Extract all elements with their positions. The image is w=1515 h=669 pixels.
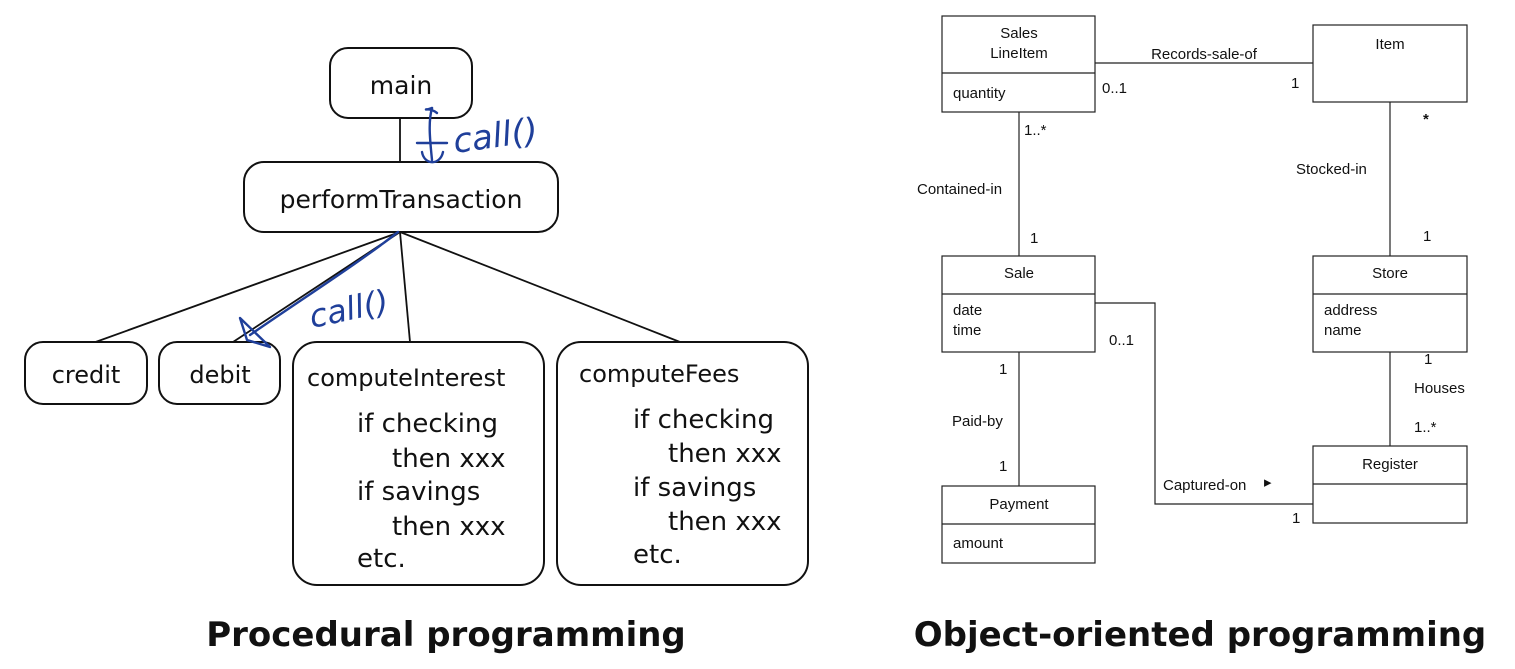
direction-arrow-icon: ▸ xyxy=(1264,474,1272,491)
class-attribute: name xyxy=(1324,322,1362,339)
sales-line-item-name: LineItem xyxy=(990,45,1048,62)
association-label: Records-sale-of xyxy=(1151,46,1258,63)
class-attribute: quantity xyxy=(953,85,1006,102)
main-node xyxy=(329,47,473,119)
object-oriented-caption: Object-oriented programming xyxy=(914,615,1487,655)
multiplicity: 1 xyxy=(999,458,1007,475)
arrow-to-debit-icon xyxy=(248,230,400,337)
compute-fees-line: if savings xyxy=(633,473,756,503)
store-class xyxy=(1312,255,1468,353)
class-attribute: date xyxy=(953,302,982,319)
compute-interest-line: etc. xyxy=(357,544,406,574)
captured-on-association xyxy=(1095,302,1313,505)
compute-interest-line: if savings xyxy=(357,477,480,507)
perform-transaction-label: performTransaction xyxy=(280,185,523,214)
debit-node xyxy=(158,341,281,405)
multiplicity: 1..* xyxy=(1024,122,1047,139)
down-arrow-icon xyxy=(428,106,434,162)
multiplicity: 1 xyxy=(1030,230,1038,247)
multiplicity: 1 xyxy=(1292,510,1300,527)
compute-fees-line: if checking xyxy=(633,405,774,435)
register-name: Register xyxy=(1362,456,1418,473)
association-label: Paid-by xyxy=(952,413,1003,430)
multiplicity: 0..1 xyxy=(1102,80,1127,97)
item-class xyxy=(1312,24,1468,103)
debit-label: debit xyxy=(189,361,250,389)
main-label: main xyxy=(370,71,432,100)
compute-fees-line: then xxx xyxy=(668,439,782,469)
class-attribute: address xyxy=(1324,302,1377,319)
call-debit-annotation: call() xyxy=(238,230,400,349)
compute-interest-line: if checking xyxy=(357,409,498,439)
compute-fees-title: computeFees xyxy=(579,360,739,388)
compute-fees-line: then xxx xyxy=(668,507,782,537)
compute-fees-node xyxy=(556,341,809,586)
class-attribute: time xyxy=(953,322,981,339)
item-name: Item xyxy=(1375,36,1404,53)
call-debit-text: call() xyxy=(306,282,392,336)
payment-name: Payment xyxy=(989,496,1049,513)
class-attribute: amount xyxy=(953,535,1004,552)
compute-interest-node xyxy=(292,341,545,586)
multiplicity: 1 xyxy=(1291,75,1299,92)
association-label: Stocked-in xyxy=(1296,161,1367,178)
perform-transaction-node xyxy=(243,161,559,233)
association-label: Captured-on xyxy=(1163,477,1246,494)
multiplicity: 1..* xyxy=(1414,419,1437,436)
compute-interest-line: then xxx xyxy=(392,444,506,474)
multiplicity: 1 xyxy=(1424,351,1432,368)
procedural-caption: Procedural programming xyxy=(206,615,686,655)
compute-fees-line: etc. xyxy=(633,540,682,570)
perform-fees-connector xyxy=(399,231,681,343)
call-top-text: call() xyxy=(451,110,541,161)
sales-line-item-name: Sales xyxy=(1000,25,1038,42)
perform-interest-connector xyxy=(399,231,411,343)
compute-interest-title: computeInterest xyxy=(307,364,505,392)
procedural-diagram: main performTransaction credit debit com… xyxy=(24,47,809,655)
uml-diagram: Sales LineItem quantity Item Sale date t… xyxy=(914,15,1487,655)
multiplicity: 0..1 xyxy=(1109,332,1134,349)
store-name: Store xyxy=(1372,265,1408,282)
sales-line-item-class xyxy=(941,15,1096,113)
association-label: Contained-in xyxy=(917,181,1002,198)
multiplicity: * xyxy=(1423,111,1429,128)
sale-class xyxy=(941,255,1096,353)
credit-label: credit xyxy=(52,361,121,389)
perform-credit-connector xyxy=(89,231,401,345)
credit-node xyxy=(24,341,148,405)
compute-interest-line: then xxx xyxy=(392,512,506,542)
sale-name: Sale xyxy=(1004,265,1034,282)
multiplicity: 1 xyxy=(999,361,1007,378)
multiplicity: 1 xyxy=(1423,228,1431,245)
association-label: Houses xyxy=(1414,380,1465,397)
